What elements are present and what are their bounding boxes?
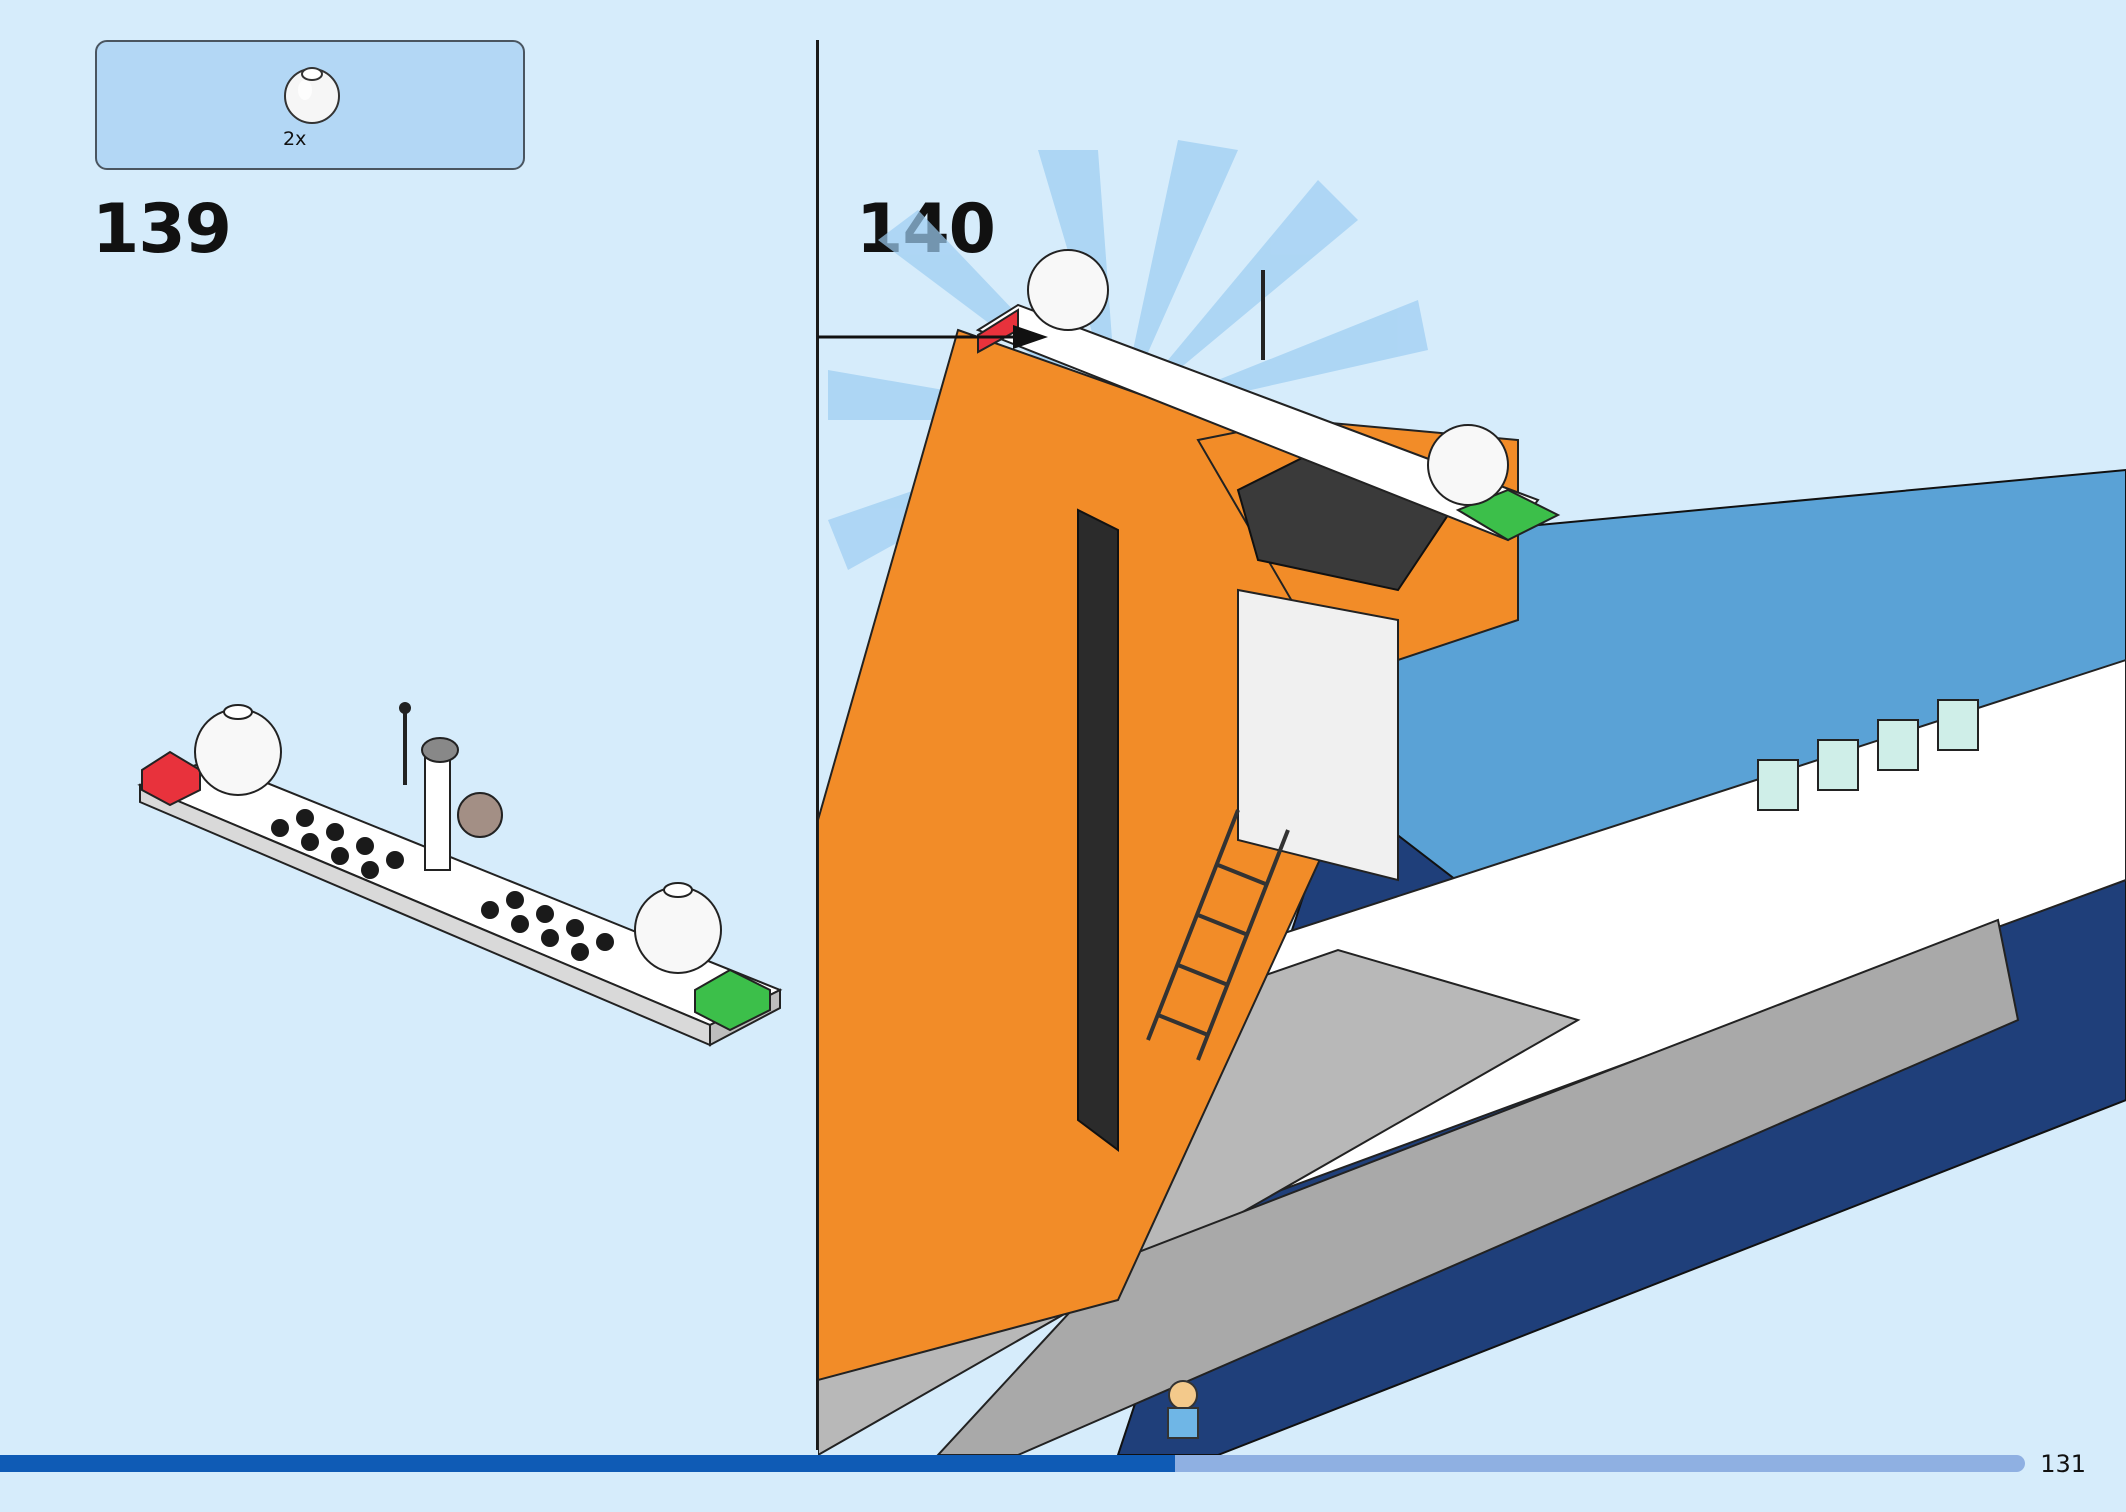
white-round-dish-icon: [284, 67, 340, 124]
progress-track: [0, 1455, 2025, 1472]
page-number: 131: [2040, 1450, 2086, 1478]
light-bar-assembly-illustration: [137, 702, 783, 1047]
ship-assembly-illustration: [818, 140, 2126, 1455]
parts-callout: 2x: [95, 40, 525, 170]
part-quantity: 2x: [283, 128, 307, 150]
step-number-139: 139: [92, 190, 232, 269]
progress-fill: [0, 1455, 1175, 1472]
step-divider: [816, 40, 819, 1450]
